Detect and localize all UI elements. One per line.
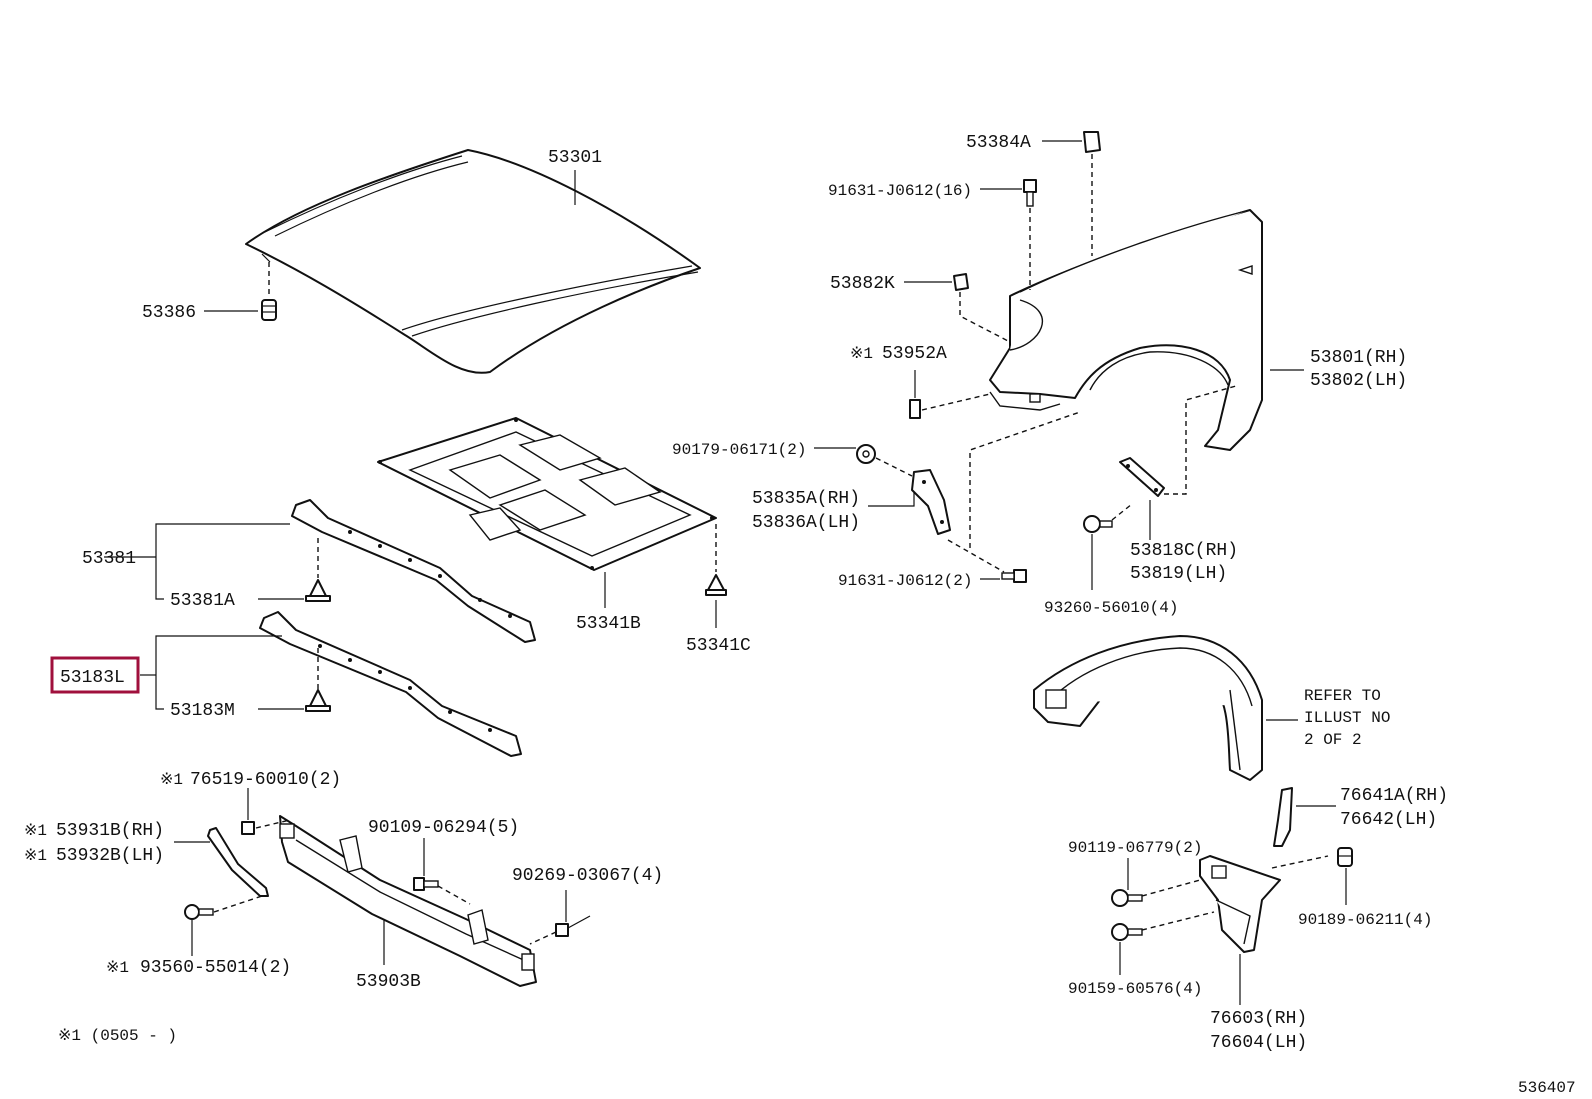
seal-lower-clip-label: 53183M: [170, 701, 235, 721]
bracket-lh-label: 53836A(LH): [752, 513, 860, 533]
bolt-91631-16-label: 91631-J0612(16): [828, 182, 972, 200]
seal-upper-drawing[interactable]: [291, 499, 536, 643]
pad-53882k-label: 53882K: [830, 274, 895, 294]
bolt-93260-drawing[interactable]: [1083, 515, 1113, 533]
seal-upper-label: 53381: [82, 549, 136, 569]
nut-90179-dash: [875, 457, 913, 477]
radiator-support-cover-drawing[interactable]: [279, 815, 537, 987]
mudguard-rh-label: 76603(RH): [1210, 1009, 1307, 1029]
mudguard-bracket-lh-label: 76642(LH): [1340, 810, 1437, 830]
mudguard-bracket-rh-label: 76641A(RH): [1340, 786, 1448, 806]
screw-93560-marker: ※1: [106, 959, 129, 977]
bolt-91631-2-label: 91631-J0612(2): [838, 572, 972, 590]
screw-90119-drawing[interactable]: [1111, 889, 1143, 907]
brace-rh-label: 53818C(RH): [1130, 541, 1238, 561]
insulator-clip-label: 53341C: [686, 636, 751, 656]
moulding-rh-marker: ※1: [24, 822, 47, 840]
seal-lower-drawing[interactable]: [259, 611, 522, 757]
screw-93560-drawing[interactable]: [184, 904, 214, 920]
hood-cushion-drawing[interactable]: [261, 299, 277, 321]
fender-mount-dash: [969, 411, 1081, 548]
fender-lh-label: 53802(LH): [1310, 371, 1407, 391]
seal-upper-clip-label: 53381A: [170, 591, 235, 611]
bolt-90109-drawing[interactable]: [413, 877, 439, 891]
nut-76519-dash: [255, 819, 291, 829]
nut-76519-label: 76519-60010(2): [190, 770, 341, 790]
moulding-lh-label: 53932B(LH): [56, 846, 164, 866]
screw-90119-label: 90119-06779(2): [1068, 839, 1202, 857]
mudguard-lh-label: 76604(LH): [1210, 1033, 1307, 1053]
seal-lower-bracket: [155, 635, 282, 710]
hood-insulator-drawing[interactable]: [377, 417, 717, 571]
bolt-90109-dash: [437, 885, 471, 905]
clip-90269-drawing[interactable]: [555, 915, 591, 937]
moulding-rh-label: 53931B(RH): [56, 821, 164, 841]
screw-90119-dash: [1141, 879, 1201, 897]
refer-line-2: ILLUST NO: [1304, 709, 1390, 727]
radiator-cover-label: 53903B: [356, 972, 421, 992]
seal-lower-label[interactable]: 53183L: [60, 668, 125, 688]
footnote: ※1 (0505 - ): [58, 1027, 177, 1045]
clip-90269-dash: [529, 931, 557, 945]
seal-upper-bracket: [155, 523, 290, 600]
bolt-91631-16-drawing[interactable]: [1023, 179, 1037, 207]
fender-rh-label: 53801(RH): [1310, 348, 1407, 368]
nut-76519-drawing[interactable]: [241, 821, 255, 835]
clip-90189-label: 90189-06211(4): [1298, 911, 1432, 929]
screw-93560-dash: [213, 895, 263, 913]
fender-guard-drawing[interactable]: [1083, 131, 1101, 153]
clip-53952a-dash: [921, 393, 991, 411]
bolt-91631-2-drawing[interactable]: [1001, 569, 1027, 583]
mudguard-bracket-drawing[interactable]: [1273, 787, 1293, 847]
clip-90189-drawing[interactable]: [1337, 847, 1353, 867]
refer-line-3: 2 OF 2: [1304, 731, 1362, 749]
mudguard-clip-dash: [1271, 855, 1329, 869]
bracket-53835a-drawing[interactable]: [911, 469, 951, 535]
screw-90159-label: 90159-60576(4): [1068, 980, 1202, 998]
screw-93560-label: 93560-55014(2): [140, 958, 291, 978]
seal-upper-clip-drawing[interactable]: [305, 579, 331, 602]
brace-53818c-drawing[interactable]: [1119, 457, 1165, 497]
fender-drawing[interactable]: [989, 209, 1263, 451]
nut-90179-label: 90179-06171(2): [672, 441, 806, 459]
hood-cushion-label: 53386: [142, 303, 196, 323]
brace-dash: [1164, 385, 1237, 495]
moulding-drawing[interactable]: [207, 827, 269, 897]
clip-90269-label: 90269-03067(4): [512, 866, 663, 886]
screw-90159-dash: [1141, 911, 1215, 931]
clip-53952a-marker: ※1: [850, 345, 873, 363]
hood-insulator-label: 53341B: [576, 614, 641, 634]
moulding-lh-marker: ※1: [24, 847, 47, 865]
screw-90159-drawing[interactable]: [1111, 923, 1143, 941]
figure-number: 536407: [1518, 1079, 1576, 1097]
pad-53882k-drawing[interactable]: [953, 273, 969, 291]
nut-90179-drawing[interactable]: [856, 444, 876, 464]
brace-lh-label: 53819(LH): [1130, 564, 1227, 584]
bolt-93260-label: 93260-56010(4): [1044, 599, 1178, 617]
pad-53882k-dash: [959, 292, 1011, 343]
hood-label: 53301: [548, 148, 602, 168]
insulator-clip-drawing[interactable]: [705, 574, 727, 596]
clip-53952a-drawing[interactable]: [909, 399, 921, 419]
refer-line-1: REFER TO: [1304, 687, 1381, 705]
hood-drawing[interactable]: [245, 149, 701, 374]
seal-lower-clip-drawing[interactable]: [305, 689, 331, 712]
mudguard-drawing[interactable]: [1199, 855, 1281, 953]
fender-guard-label: 53384A: [966, 133, 1031, 153]
bracket-rh-label: 53835A(RH): [752, 489, 860, 509]
bolt-93260-dash: [1111, 503, 1133, 521]
highlight-box[interactable]: [50, 656, 140, 694]
bolt-91631-2-dash: [947, 539, 1005, 573]
bolt-90109-label: 90109-06294(5): [368, 818, 519, 838]
nut-76519-marker: ※1: [160, 771, 183, 789]
fender-liner-drawing[interactable]: [1033, 635, 1263, 781]
clip-53952a-label: 53952A: [882, 344, 947, 364]
bracket-53835a-leader: [868, 492, 915, 507]
